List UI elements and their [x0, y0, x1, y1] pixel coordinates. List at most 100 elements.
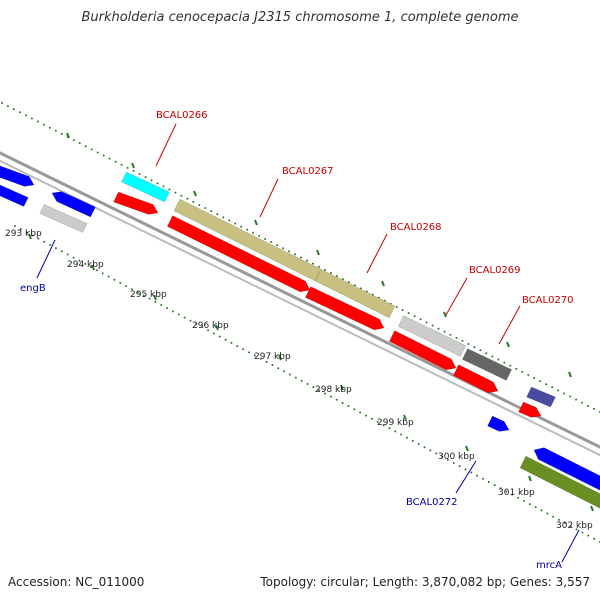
inner-dot: [517, 496, 520, 499]
inner-dot: [60, 250, 63, 253]
gene-label-BCAL0270: BCAL0270: [522, 295, 574, 306]
outer-dot: [288, 250, 291, 253]
inner-dot: [283, 370, 286, 373]
inner-dot: [95, 269, 98, 272]
major-tick: [506, 341, 510, 348]
inner-dot: [587, 534, 590, 537]
outer-dot: [180, 194, 183, 197]
inner-dot: [66, 253, 69, 256]
inner-dot: [405, 436, 408, 439]
feature-darkgray-bar: [462, 348, 512, 381]
inner-dot: [593, 537, 596, 540]
outer-dot: [216, 213, 219, 216]
minor-track-tick: [28, 233, 32, 240]
inner-dot: [78, 259, 81, 262]
inner-dot: [72, 256, 75, 259]
inner-dot: [54, 247, 57, 250]
inner-dot: [306, 383, 309, 385]
major-tick: [568, 371, 572, 378]
feature-gray-bar: [398, 315, 466, 357]
outer-dot: [30, 117, 33, 120]
inner-dot: [318, 389, 321, 392]
feature-red-arrow: [518, 401, 542, 418]
feature-blue-arrow: [487, 415, 510, 432]
leader-engB: [36, 239, 56, 279]
inner-dot: [14, 225, 16, 227]
feature-red-arrow: [305, 286, 385, 331]
gene-label-BCAL0267: BCAL0267: [282, 166, 334, 177]
outer-dot: [317, 265, 320, 268]
inner-dot: [528, 503, 531, 506]
inner-dot: [300, 379, 303, 382]
leader-BCAL0268: [366, 233, 388, 274]
outer-dot: [521, 370, 524, 373]
outer-dot: [132, 169, 135, 172]
inner-dot: [359, 411, 362, 414]
dots-group: [1, 102, 600, 543]
inner-dot: [441, 455, 444, 458]
inner-dot: [212, 332, 215, 335]
feature-blue-arrow: [0, 165, 35, 187]
inner-dot: [248, 351, 250, 354]
inner-dot: [482, 477, 484, 480]
feature-cyan-bar: [121, 171, 170, 203]
inner-dot: [446, 458, 449, 461]
outer-dot: [90, 148, 93, 151]
inner-dot: [207, 329, 210, 332]
minor-track-tick: [153, 294, 157, 301]
outer-dot: [42, 123, 45, 126]
feature-blue-arrow: [533, 447, 600, 491]
gene-label-BCAL0268: BCAL0268: [390, 222, 442, 233]
inner-dot: [277, 367, 280, 370]
feature-olive-bar: [314, 268, 396, 319]
inner-dot: [189, 319, 192, 322]
gene-label-BCAL0269: BCAL0269: [469, 265, 521, 276]
backbone-line: [0, 151, 600, 449]
leader-BCAL0270: [498, 305, 521, 345]
outer-dot: [24, 114, 27, 117]
inner-dot: [177, 313, 180, 316]
leader-BCAL0266: [155, 123, 177, 167]
major-tick: [131, 162, 135, 169]
inner-dot: [142, 294, 145, 297]
outer-dot: [341, 278, 344, 281]
outer-dot: [114, 160, 117, 163]
outer-dot: [497, 358, 500, 361]
summary-text: Topology: circular; Length: 3,870,082 bp…: [260, 575, 590, 589]
feature-blue-arrow: [51, 191, 96, 218]
inner-dot: [125, 285, 128, 288]
outer-dot: [443, 330, 446, 333]
inner-dot: [575, 528, 578, 531]
outer-dot: [270, 241, 273, 244]
inner-dot: [183, 316, 186, 319]
outer-dot: [467, 343, 470, 346]
outer-dot: [485, 352, 488, 355]
kbp-label: 302 kbp: [556, 521, 593, 531]
outer-dot: [323, 268, 326, 271]
feature-gray-bar: [39, 204, 88, 233]
outer-dot: [533, 377, 536, 380]
outer-dot: [587, 404, 590, 407]
inner-dot: [195, 322, 198, 325]
outer-dot: [144, 176, 147, 179]
kbp-label: 296 kbp: [192, 321, 229, 331]
accession-text: Accession: NC_011000: [8, 575, 145, 589]
outer-dot: [335, 275, 338, 278]
inner-dot: [423, 446, 426, 449]
outer-dot: [54, 129, 57, 132]
outer-dot: [294, 253, 297, 256]
inner-dot: [487, 480, 490, 483]
kbp-label: 301 kbp: [498, 488, 535, 498]
ticks-group: [28, 132, 594, 512]
inner-dot: [347, 405, 350, 408]
inner-dot: [224, 338, 227, 341]
inner-dot: [411, 439, 414, 442]
inner-dot: [563, 522, 566, 525]
inner-dot: [365, 414, 367, 417]
minor-track-tick: [215, 324, 219, 331]
inner-dot: [171, 310, 174, 313]
outer-dot: [48, 126, 51, 129]
major-tick: [254, 219, 258, 226]
inner-dot: [435, 452, 438, 455]
